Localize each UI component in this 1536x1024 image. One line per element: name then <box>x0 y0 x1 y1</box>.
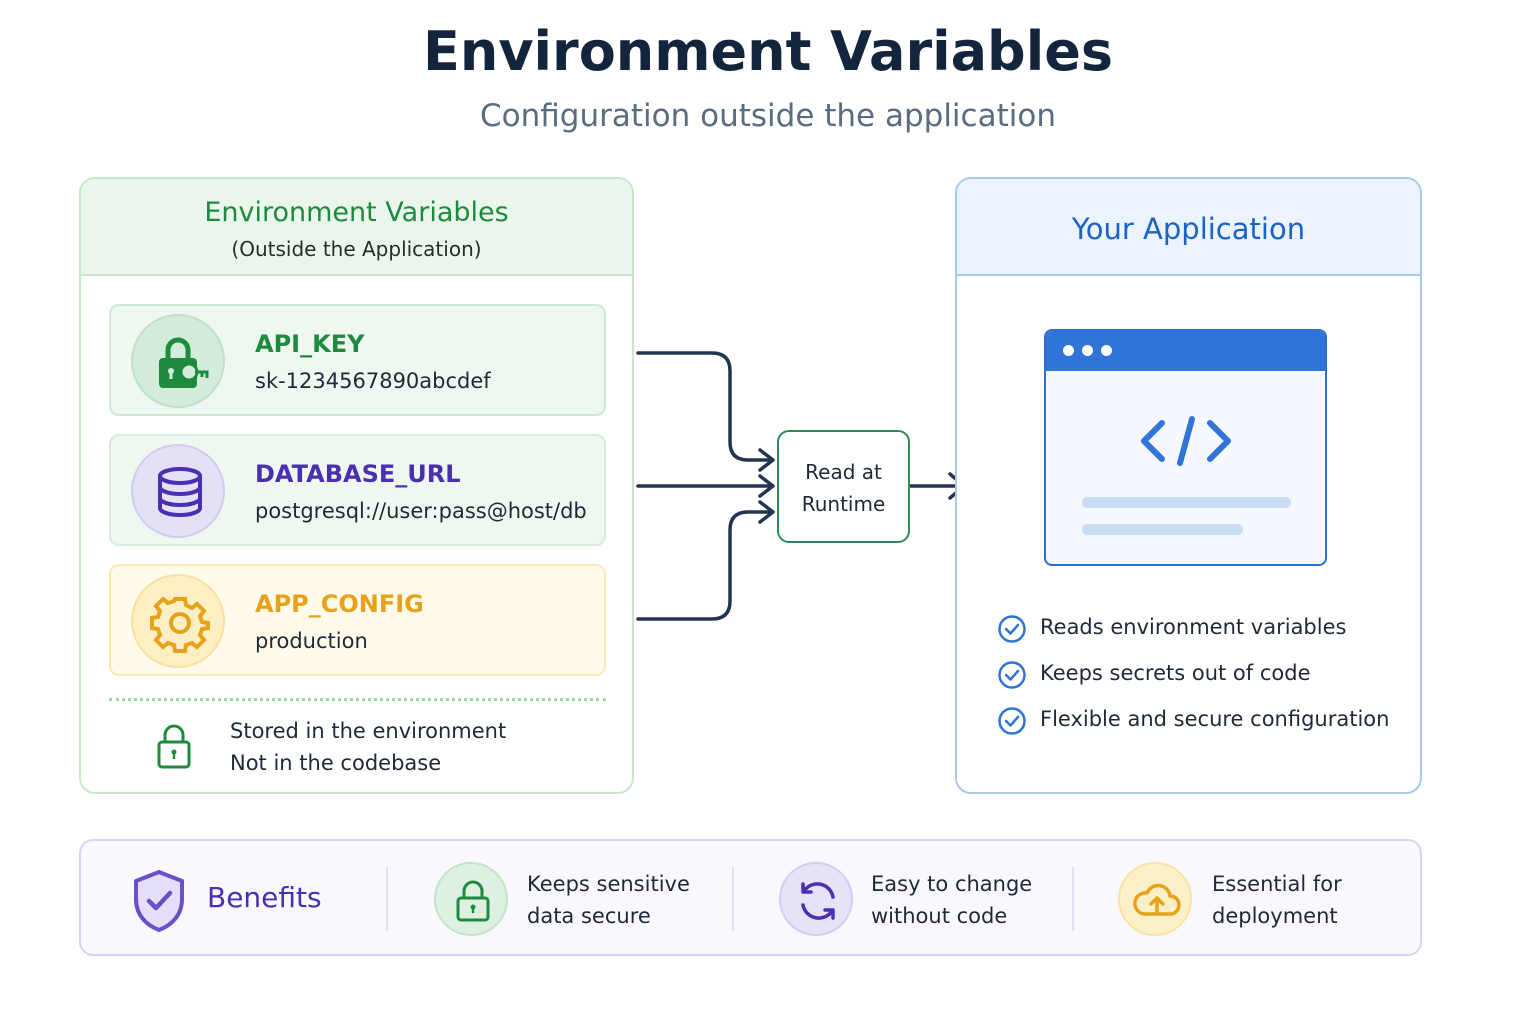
storage-note-line2: Not in the codebase <box>230 751 442 775</box>
window-dot-icon <box>1063 345 1074 356</box>
code-brackets-icon <box>1136 413 1236 473</box>
window-dot-icon <box>1101 345 1112 356</box>
env-panel-title: Environment Variables <box>204 197 509 228</box>
env-var-card-api-key: API_KEY sk-1234567890abcdef <box>109 304 606 416</box>
app-panel-title: Your Application <box>1071 212 1306 246</box>
check-circle-icon <box>998 661 1026 689</box>
env-var-value: postgresql://user:pass@host/db <box>255 499 587 523</box>
benefit-text-line2: data secure <box>527 904 651 928</box>
cloud-upload-icon <box>1118 862 1192 936</box>
env-var-card-database-url: DATABASE_URL postgresql://user:pass@host… <box>109 434 606 546</box>
runtime-line2: Runtime <box>801 492 886 516</box>
env-var-name: DATABASE_URL <box>255 460 461 488</box>
page-title: Environment Variables <box>423 20 1113 83</box>
env-var-name: APP_CONFIG <box>255 590 424 618</box>
benefits-label: Benefits <box>207 881 322 914</box>
env-var-name: API_KEY <box>255 330 365 358</box>
arrow-api-key <box>636 351 774 462</box>
check-circle-icon <box>998 615 1026 643</box>
env-var-value: sk-1234567890abcdef <box>255 369 491 393</box>
runtime-line1: Read at <box>805 460 882 484</box>
benefits-bar: Benefits Keeps sensitive data secure Eas… <box>79 839 1422 956</box>
env-var-card-app-config: APP_CONFIG production <box>109 564 606 676</box>
window-dot-icon <box>1082 345 1093 356</box>
benefit-text-line2: deployment <box>1212 904 1338 928</box>
check-item-text: Reads environment variables <box>1040 615 1347 639</box>
env-panel-header: Environment Variables (Outside the Appli… <box>81 179 632 276</box>
check-item-text: Keeps secrets out of code <box>1040 661 1311 685</box>
application-panel: Your Application Reads environment varia… <box>955 177 1422 794</box>
env-panel-subtitle: (Outside the Application) <box>231 237 482 261</box>
app-panel-header: Your Application <box>957 179 1420 276</box>
benefit-text-line1: Easy to change <box>871 872 1033 896</box>
page-subtitle: Configuration outside the application <box>480 98 1056 134</box>
divider <box>386 867 388 931</box>
placeholder-text-line <box>1082 524 1243 535</box>
env-variables-panel: Environment Variables (Outside the Appli… <box>79 177 634 794</box>
database-icon <box>131 444 225 538</box>
divider <box>1072 867 1074 931</box>
shield-check-icon <box>130 868 188 938</box>
benefit-text-line1: Essential for <box>1212 872 1342 896</box>
browser-window-illustration <box>1044 329 1327 566</box>
arrow-head <box>758 474 775 498</box>
arrow-head <box>758 448 775 472</box>
env-var-value: production <box>255 629 368 653</box>
placeholder-text-line <box>1082 497 1291 508</box>
check-circle-icon <box>998 707 1026 735</box>
benefit-text-line1: Keeps sensitive <box>527 872 690 896</box>
browser-title-bar <box>1046 331 1325 371</box>
lock-icon <box>155 722 193 774</box>
lock-icon <box>434 862 508 936</box>
storage-note-line1: Stored in the environment <box>230 719 507 743</box>
divider <box>109 698 606 701</box>
arrow-app-config <box>636 510 774 621</box>
arrow-head <box>758 500 775 524</box>
divider <box>732 867 734 931</box>
check-item-text: Flexible and secure configuration <box>1040 707 1390 731</box>
read-at-runtime-box: Read at Runtime <box>777 430 910 543</box>
gear-icon <box>131 574 225 668</box>
lock-key-icon <box>131 314 225 408</box>
refresh-icon <box>779 862 853 936</box>
benefit-text-line2: without code <box>871 904 1008 928</box>
